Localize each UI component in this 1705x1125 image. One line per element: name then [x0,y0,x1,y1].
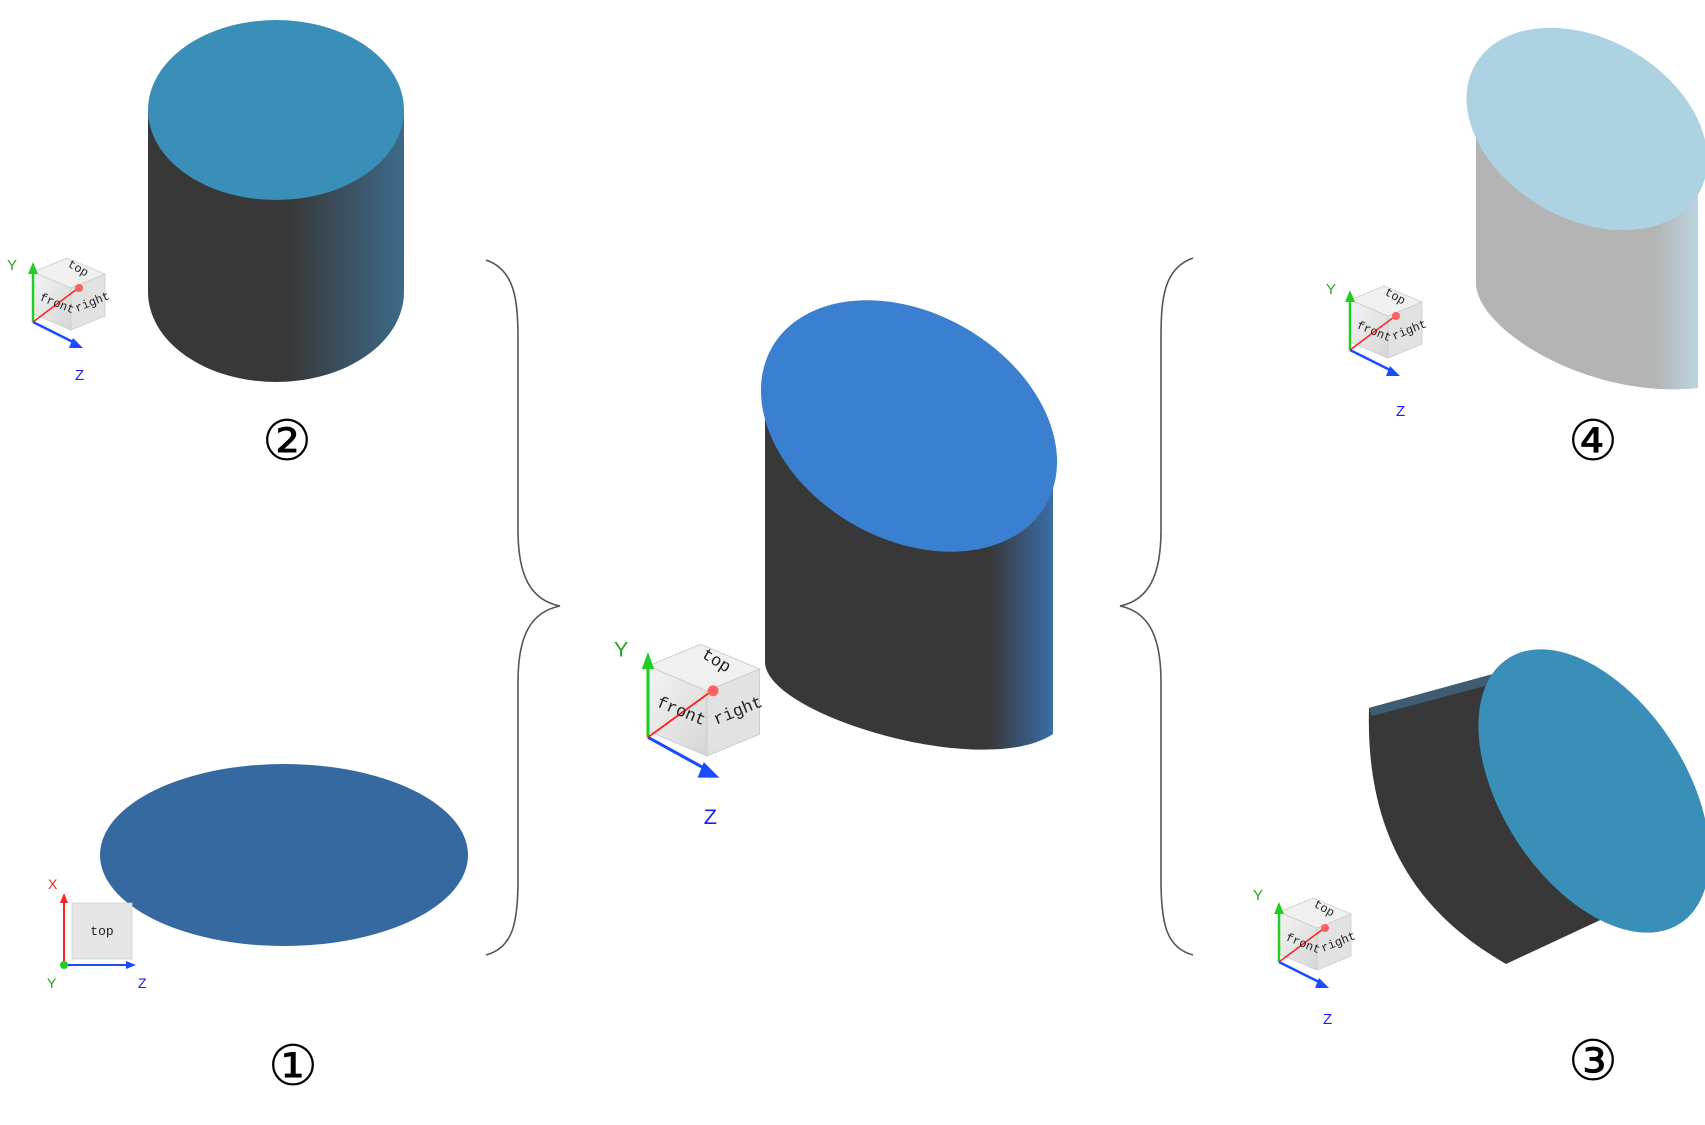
z-axis-arrow [697,762,720,778]
x-axis-knob [707,685,719,697]
ellipse-step-1 [100,764,468,946]
y-axis-label: Y [614,637,628,662]
x-axis-label: X [48,876,58,892]
z-axis-arrow [1386,366,1400,376]
axis-triad-step-2: Y Z front right top [7,257,112,384]
cylinder-step-4 [1466,27,1705,390]
y-axis-arrow [1345,290,1355,302]
z-axis-line [1278,960,1324,986]
y-axis-label: Y [7,257,17,274]
z-axis-line [1349,348,1395,374]
x-axis-knob [1392,312,1400,320]
view-cube [1277,897,1353,971]
right-brace [1119,257,1194,956]
top-view-cube [71,902,133,960]
z-axis-arrow [126,961,136,969]
z-axis-label: Z [1396,403,1405,420]
x-axis-knob [1321,924,1329,932]
y-axis-label: Y [47,975,57,991]
left-brace [485,259,561,956]
y-axis-point [60,961,68,969]
y-axis-arrow [1274,902,1284,914]
x-axis-line [1278,925,1328,963]
y-axis-arrow [641,652,655,670]
z-axis-line [32,320,78,346]
axis-triad-step-4: Y Z front right top [1326,281,1429,420]
y-axis-label: Y [1326,281,1336,298]
x-axis-knob [75,284,83,292]
cube-top-label: top [90,924,113,939]
step-2-label: ② [262,409,312,474]
elliptic-cylinder-center [760,300,1058,750]
x-axis-arrow [60,893,68,903]
z-axis-arrow [1315,978,1329,988]
view-cube [646,643,761,757]
cylinder-step-2 [148,20,404,382]
x-axis-line [1349,313,1399,351]
x-axis-line [32,285,82,323]
axis-triad-center: Y Z front right top [614,637,766,829]
z-axis-label: Z [75,367,84,384]
y-axis-arrow [28,262,38,274]
cylinder-step-3 [1368,649,1705,964]
y-axis-label: Y [1253,887,1263,904]
z-axis-label: Z [704,804,717,829]
step-3-label: ③ [1568,1029,1618,1094]
z-axis-label: Z [1323,1011,1332,1028]
x-axis-line [647,686,717,739]
z-axis-label: Z [138,975,147,991]
z-axis-arrow [69,338,83,348]
axis-triad-step-1: top X Y Z [47,876,147,991]
axis-triad-step-3: Y Z front right top [1253,887,1358,1028]
z-axis-line [647,735,711,773]
step-1-label: ① [268,1034,318,1099]
step-4-label: ④ [1568,409,1618,474]
